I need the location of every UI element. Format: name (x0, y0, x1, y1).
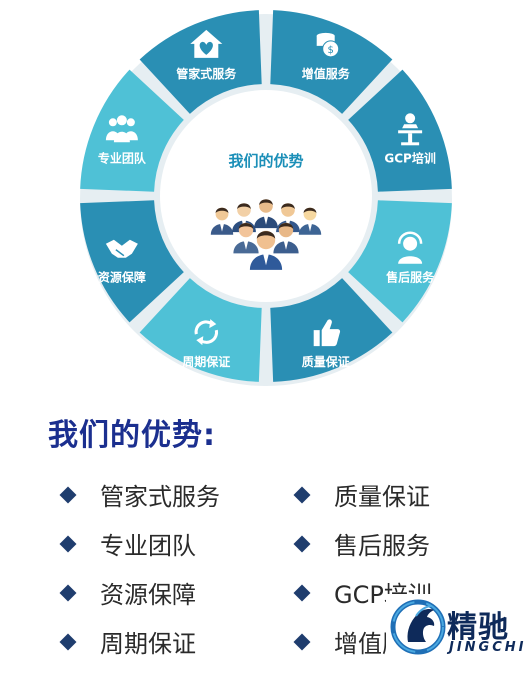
wheel-center (160, 90, 372, 302)
wheel-segment-label: GCP培训 (384, 150, 435, 165)
diamond-bullet-icon (59, 584, 77, 601)
house-heart-icon (190, 29, 223, 58)
diamond-bullet-icon (293, 486, 311, 503)
wheel-segment-label: 售后服务 (386, 270, 435, 285)
business-team-illustration (210, 199, 322, 270)
logo-name: 精驰 (447, 610, 509, 645)
team-icon (105, 115, 138, 143)
thumbs-up-icon (313, 319, 341, 347)
diamond-bullet-icon (59, 535, 77, 552)
list-item: 周期保证 (58, 617, 220, 666)
wheel-segment-label: 资源保障 (98, 270, 146, 285)
wheel-center-title: 我们的优势 (228, 152, 303, 170)
svg-text:$: $ (328, 45, 334, 56)
logo-subtitle: JINGCHI (449, 640, 527, 655)
money-bag-icon: $ (316, 32, 340, 58)
recycle-arrows-icon (194, 319, 219, 346)
list-item: 专业团队 (58, 519, 220, 568)
wheel-segment (139, 278, 262, 382)
diamond-bullet-icon (293, 584, 311, 601)
advantages-list-left: 管家式服务 专业团队 资源保障 周期保证 (58, 470, 220, 666)
diamond-bullet-icon (59, 633, 77, 650)
list-item: 资源保障 (58, 568, 220, 617)
list-item: 管家式服务 (58, 470, 220, 519)
handshake-icon (105, 239, 138, 258)
list-item: 质量保证 (292, 470, 432, 519)
diamond-bullet-icon (293, 535, 311, 552)
wheel-segment (270, 10, 393, 114)
list-item: 售后服务 (292, 519, 432, 568)
wheel-segment (80, 200, 184, 323)
horse-head-logo-icon (390, 599, 446, 655)
jingchi-logo (386, 594, 532, 660)
diamond-bullet-icon (59, 486, 77, 503)
advantages-heading: 我们的优势: (48, 418, 216, 453)
wheel-segment-label: 质量保证 (302, 354, 350, 369)
diamond-bullet-icon (293, 633, 311, 650)
wheel-segment-label: 专业团队 (98, 150, 147, 165)
wheel-segment (139, 10, 262, 114)
wheel-segment-label: 周期保证 (182, 354, 230, 369)
wheel-segment-label: 增值服务 (302, 66, 351, 81)
presenter-icon (398, 113, 423, 146)
wheel-segment-label: 管家式服务 (176, 66, 237, 81)
wheel-segment (80, 69, 184, 192)
headset-agent-icon (397, 231, 423, 264)
